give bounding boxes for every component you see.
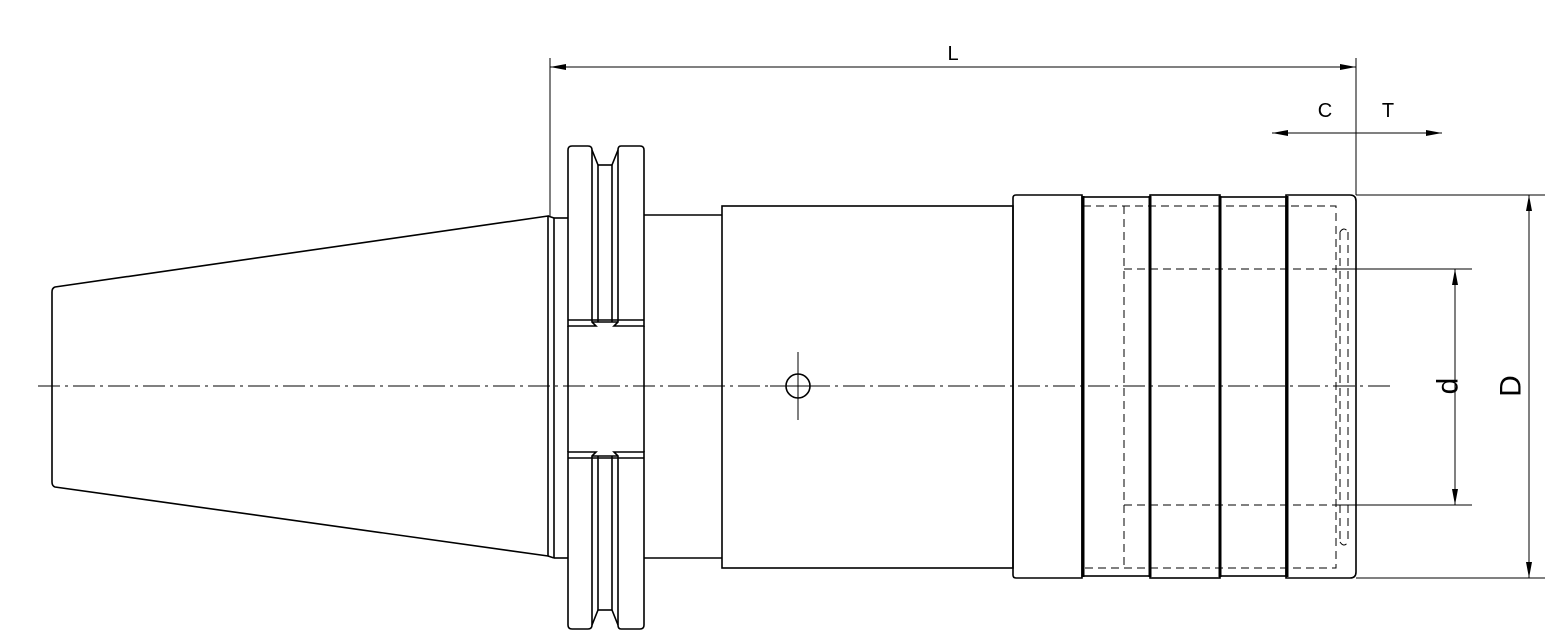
hidden-lines (1083, 205, 1357, 569)
label-T: T (1382, 100, 1394, 122)
label-L: L (947, 43, 958, 65)
label-D: D (1495, 375, 1528, 397)
dimension-D: D (1356, 194, 1545, 579)
collet-nut (1012, 194, 1357, 579)
dimension-C-T: C T (1272, 100, 1442, 136)
main-body (721, 205, 1014, 569)
neck (644, 214, 722, 559)
dimension-L: L (549, 43, 1357, 216)
taper-shank (51, 215, 568, 559)
label-C: C (1318, 100, 1332, 122)
flange-body (567, 326, 645, 452)
dimension-d: d (1340, 268, 1472, 506)
flange-lower (567, 451, 645, 630)
flange-upper (567, 145, 645, 327)
label-d: d (1432, 378, 1465, 395)
